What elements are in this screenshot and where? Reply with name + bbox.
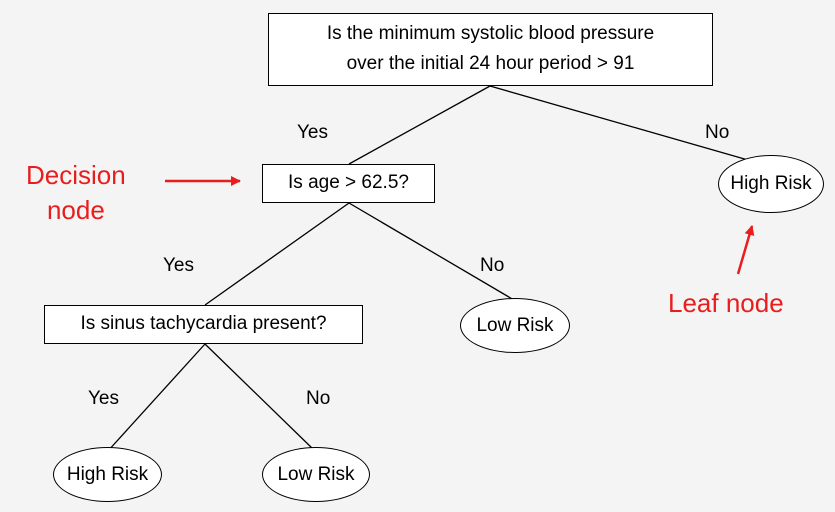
edge-sinus-yes bbox=[106, 343, 206, 453]
decision-callout-line2: node bbox=[46, 195, 105, 225]
leaf-label: High Risk bbox=[66, 463, 149, 485]
leaf-node-high-risk-top: High Risk bbox=[718, 155, 824, 213]
leaf-node-high-risk-bottom: High Risk bbox=[53, 447, 162, 502]
decision-node-callout: Decision node bbox=[26, 158, 126, 228]
edge-label-sinus-yes: Yes bbox=[88, 388, 119, 409]
edge-age-no bbox=[348, 202, 515, 301]
edge-label-root-yes: Yes bbox=[297, 122, 328, 143]
age-decision-node: Is age > 62.5? bbox=[262, 164, 435, 203]
sinus-decision-node: Is sinus tachycardia present? bbox=[44, 305, 363, 344]
age-question: Is age > 62.5? bbox=[288, 172, 409, 193]
root-question-line1: Is the minimum systolic blood pressure bbox=[326, 23, 655, 44]
leaf-label: Low Risk bbox=[476, 314, 554, 336]
leaf-callout-arrow bbox=[736, 225, 755, 275]
decision-callout-line1: Decision bbox=[26, 160, 126, 190]
leaf-node-low-risk-middle: Low Risk bbox=[460, 298, 570, 353]
edge-label-sinus-no: No bbox=[306, 388, 331, 409]
edge-sinus-no bbox=[204, 343, 315, 451]
sinus-question: Is sinus tachycardia present? bbox=[80, 313, 327, 334]
leaf-label: Low Risk bbox=[277, 463, 355, 485]
leaf-label: High Risk bbox=[730, 173, 812, 194]
edge-label-root-no: No bbox=[705, 122, 730, 143]
edge-label-age-yes: Yes bbox=[163, 255, 194, 276]
leaf-node-callout: Leaf node bbox=[668, 288, 784, 318]
root-decision-node: Is the minimum systolic blood pressure o… bbox=[268, 13, 713, 86]
edge-root-yes bbox=[348, 85, 491, 165]
edge-label-age-no: No bbox=[480, 255, 505, 276]
edge-root-no bbox=[489, 85, 749, 161]
edge-age-yes bbox=[204, 202, 350, 306]
root-question-line2: over the initial 24 hour period > 91 bbox=[346, 53, 635, 74]
leaf-node-low-risk-bottom: Low Risk bbox=[262, 447, 370, 502]
